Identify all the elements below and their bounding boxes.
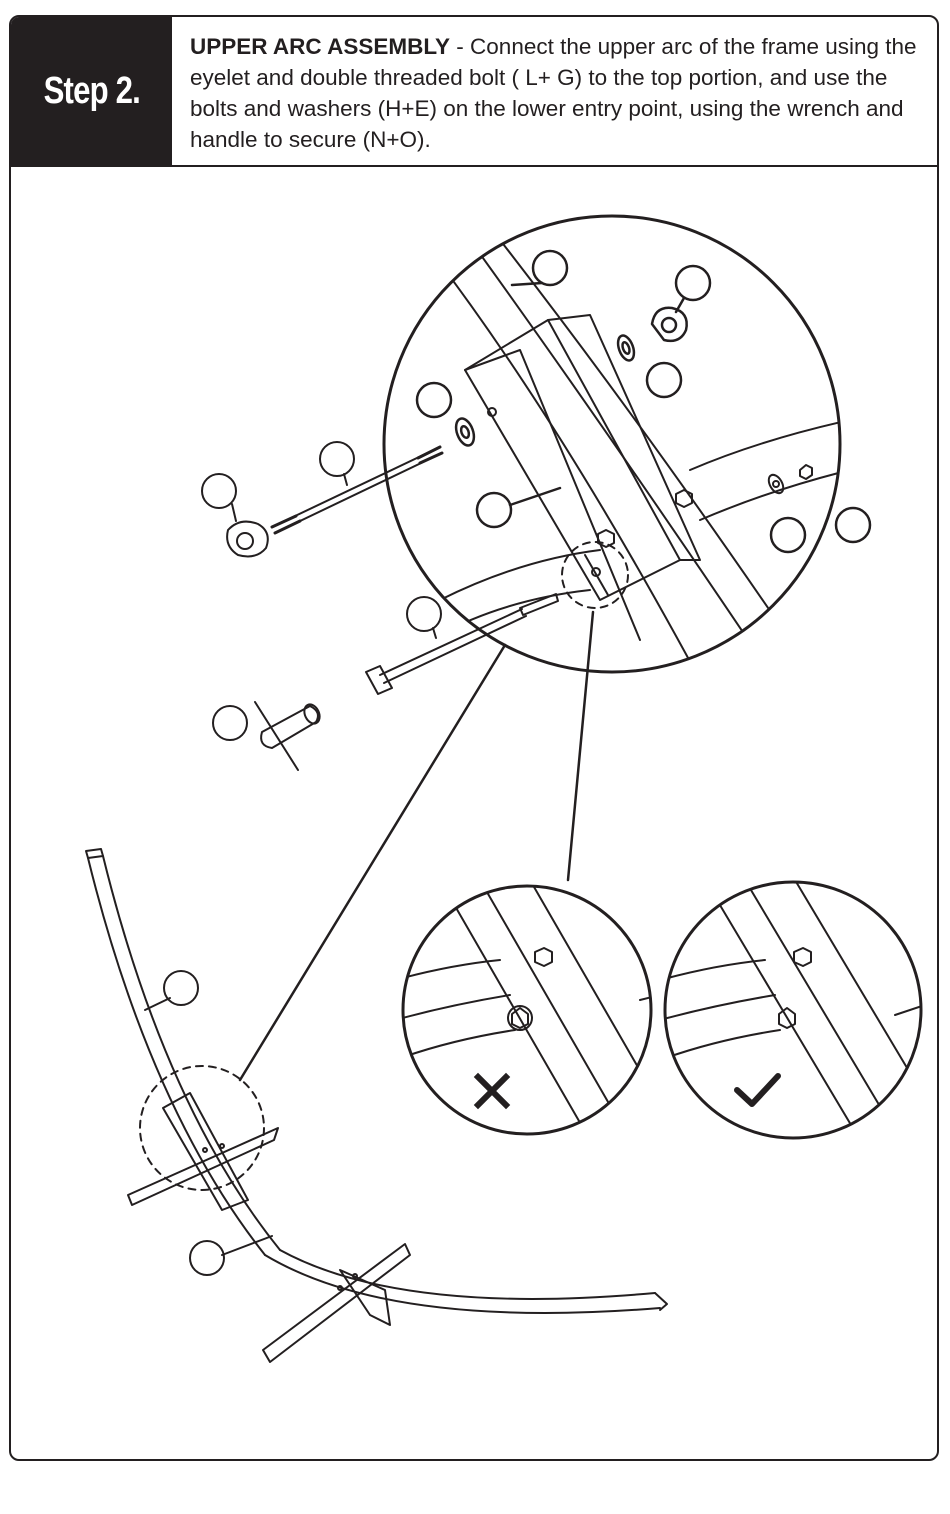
leader-line-main (240, 645, 505, 1080)
leader-line-detail (568, 612, 593, 880)
wrong-detail (395, 880, 680, 1140)
magnified-view (384, 216, 870, 680)
exploded-parts (164, 442, 526, 1275)
cross-icon (478, 1077, 506, 1105)
correct-detail (660, 880, 950, 1140)
checkmark-icon (737, 1076, 778, 1104)
frame-overview (86, 849, 667, 1362)
